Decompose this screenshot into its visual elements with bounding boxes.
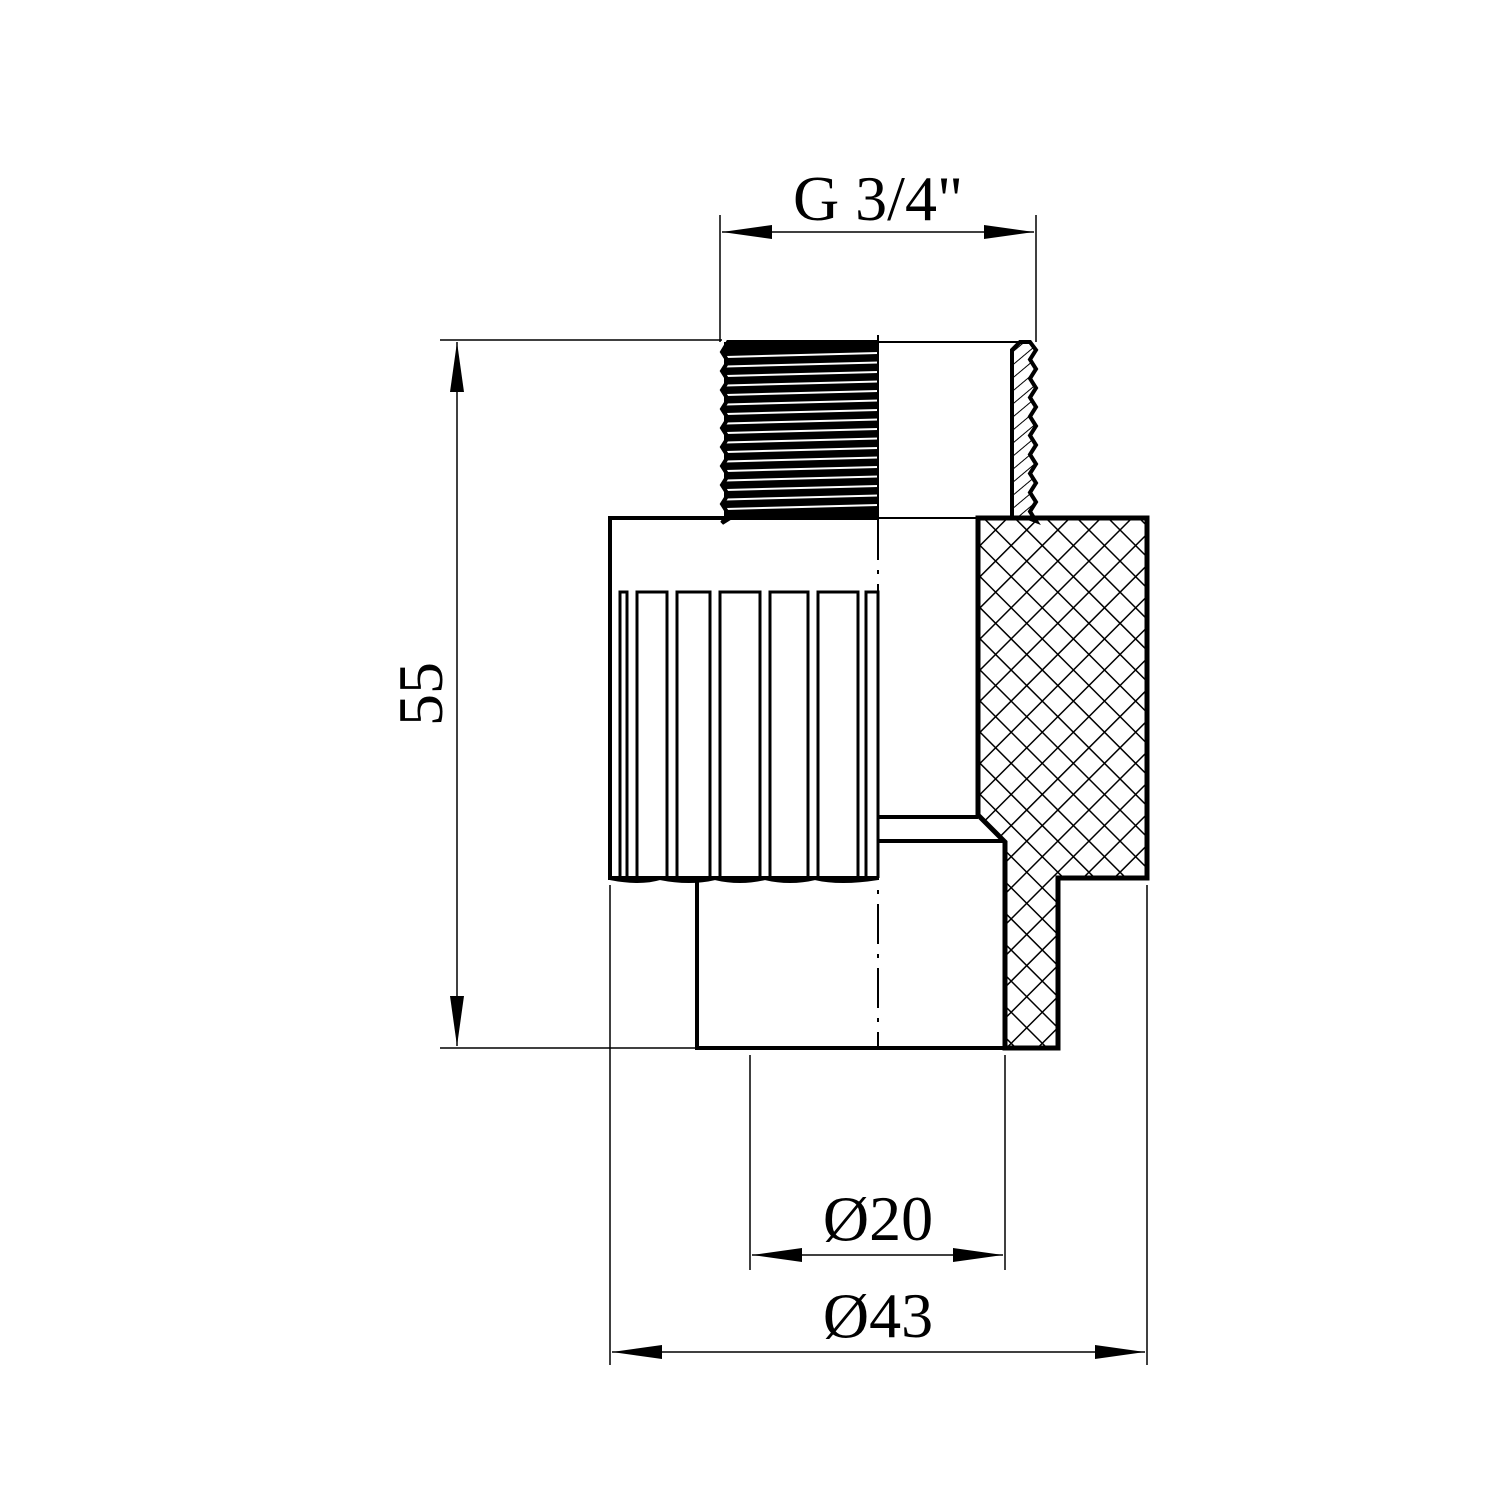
thread-line — [725, 494, 879, 501]
thread-line — [725, 409, 879, 415]
thread-line — [725, 456, 879, 463]
thread-line — [725, 361, 879, 368]
outer-diameter-label: Ø43 — [823, 1280, 933, 1351]
dimension-lines — [440, 215, 1148, 1365]
thread-line — [725, 428, 879, 434]
thread-line — [725, 418, 879, 425]
grip-rib — [718, 590, 762, 878]
thread-dimension-label: G 3/4" — [793, 163, 963, 234]
thread-line — [725, 380, 879, 387]
thread-line — [725, 399, 879, 406]
grip-rib — [864, 590, 880, 878]
thread-line — [725, 504, 879, 510]
thread-line — [725, 485, 879, 491]
thread-line — [725, 447, 879, 453]
thread-line — [725, 352, 879, 358]
thread-line — [725, 390, 879, 396]
section-hatch — [975, 515, 1150, 1051]
grip-rib — [816, 590, 860, 878]
inner-diameter-label: Ø20 — [823, 1183, 933, 1254]
union-nut-body — [608, 516, 880, 883]
thread-line — [725, 475, 879, 482]
thread-line — [725, 466, 879, 472]
grip-rib — [768, 590, 810, 878]
height-dimension-label: 55 — [385, 662, 456, 726]
thread-line — [725, 437, 879, 444]
grip-rib — [618, 590, 629, 878]
grip-rib — [675, 590, 712, 878]
thread-line — [725, 371, 879, 377]
grip-rib — [635, 590, 669, 878]
socket — [695, 815, 1005, 1050]
male-thread — [719, 335, 1041, 525]
